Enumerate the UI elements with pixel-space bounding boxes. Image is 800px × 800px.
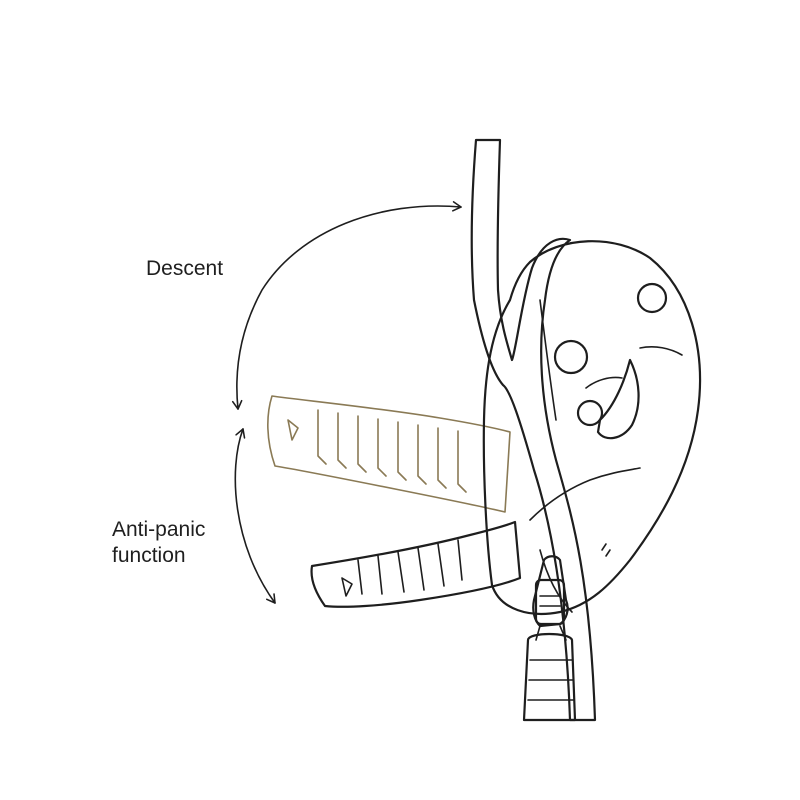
rope [470,138,597,722]
active-handle [310,520,522,608]
descent-arrow [231,201,462,410]
anti-panic-arrow [234,428,276,604]
carabiner [522,555,577,722]
descender-device [482,240,702,615]
anti-panic-label-line1: Anti-panic [112,518,206,541]
descent-label: Descent [146,257,224,280]
ghost-handle [267,395,511,513]
anti-panic-label-line2: function [112,544,186,567]
anti-panic-label: Anti-panic function [112,517,205,569]
